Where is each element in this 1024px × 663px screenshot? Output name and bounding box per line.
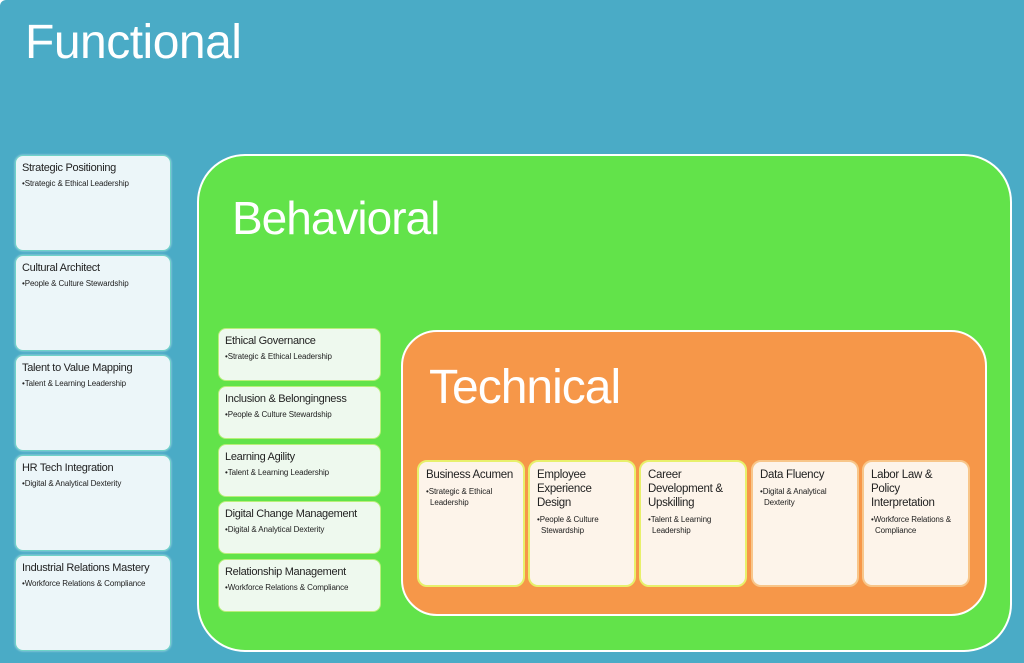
card-bullet: Talent & Learning Leadership <box>225 468 374 479</box>
technical-card-business-acumen: Business Acumen Strategic & Ethical Lead… <box>417 460 525 587</box>
card-bullet: Digital & Analytical Dexterity <box>22 479 164 490</box>
technical-card-data-fluency: Data Fluency Digital & Analytical Dexter… <box>751 460 859 587</box>
card-title: Relationship Management <box>225 566 346 578</box>
card-title: Cultural Architect <box>22 262 100 274</box>
card-title: Learning Agility <box>225 451 295 463</box>
behavioral-card-learning-agility: Learning Agility Talent & Learning Leade… <box>218 444 381 497</box>
technical-card-career-development-upskilling: Career Development & Upskilling Talent &… <box>639 460 747 587</box>
functional-card-industrial-relations-mastery: Industrial Relations Mastery Workforce R… <box>15 555 171 651</box>
card-bullet: Digital & Analytical Dexterity <box>760 486 850 508</box>
card-bullet: Workforce Relations & Compliance <box>871 514 961 536</box>
card-bullet: Strategic & Ethical Leadership <box>426 486 516 508</box>
functional-card-strategic-positioning: Strategic Positioning Strategic & Ethica… <box>15 155 171 251</box>
functional-card-cultural-architect: Cultural Architect People & Culture Stew… <box>15 255 171 351</box>
behavioral-card-inclusion-belongingness: Inclusion & Belongingness People & Cultu… <box>218 386 381 439</box>
card-bullet: Workforce Relations & Compliance <box>225 583 374 594</box>
functional-card-talent-to-value-mapping: Talent to Value Mapping Talent & Learnin… <box>15 355 171 451</box>
card-bullet: Digital & Analytical Dexterity <box>225 525 374 536</box>
card-title: Inclusion & Belongingness <box>225 393 347 405</box>
card-title: Employee Experience Design <box>537 469 592 509</box>
card-bullet: Strategic & Ethical Leadership <box>22 179 164 190</box>
technical-title: Technical <box>429 361 621 414</box>
card-title: HR Tech Integration <box>22 462 114 474</box>
card-title: Talent to Value Mapping <box>22 362 133 374</box>
card-bullet: People & Culture Stewardship <box>537 514 627 536</box>
card-bullet: Talent & Learning Leadership <box>648 514 738 536</box>
card-bullet: People & Culture Stewardship <box>225 410 374 421</box>
card-bullet: Workforce Relations & Compliance <box>22 579 164 590</box>
card-bullet: People & Culture Stewardship <box>22 279 164 290</box>
card-bullet: Strategic & Ethical Leadership <box>225 352 374 363</box>
functional-title: Functional <box>25 16 242 69</box>
technical-card-employee-experience-design: Employee Experience Design People & Cult… <box>528 460 636 587</box>
behavioral-card-digital-change-management: Digital Change Management Digital & Anal… <box>218 501 381 554</box>
card-title: Strategic Positioning <box>22 162 116 174</box>
behavioral-title: Behavioral <box>232 192 440 244</box>
behavioral-card-ethical-governance: Ethical Governance Strategic & Ethical L… <box>218 328 381 381</box>
card-title: Labor Law & Policy Interpretation <box>871 469 935 509</box>
card-title: Ethical Governance <box>225 335 316 347</box>
card-title: Career Development & Upskilling <box>648 469 723 509</box>
technical-card-labor-law-policy-interpretation: Labor Law & Policy Interpretation Workfo… <box>862 460 970 587</box>
card-title: Industrial Relations Mastery <box>22 562 150 574</box>
card-bullet: Talent & Learning Leadership <box>22 379 164 390</box>
functional-card-hr-tech-integration: HR Tech Integration Digital & Analytical… <box>15 455 171 551</box>
card-title: Digital Change Management <box>225 508 357 520</box>
card-title: Data Fluency <box>760 469 825 481</box>
card-title: Business Acumen <box>426 469 513 481</box>
behavioral-card-relationship-management: Relationship Management Workforce Relati… <box>218 559 381 612</box>
